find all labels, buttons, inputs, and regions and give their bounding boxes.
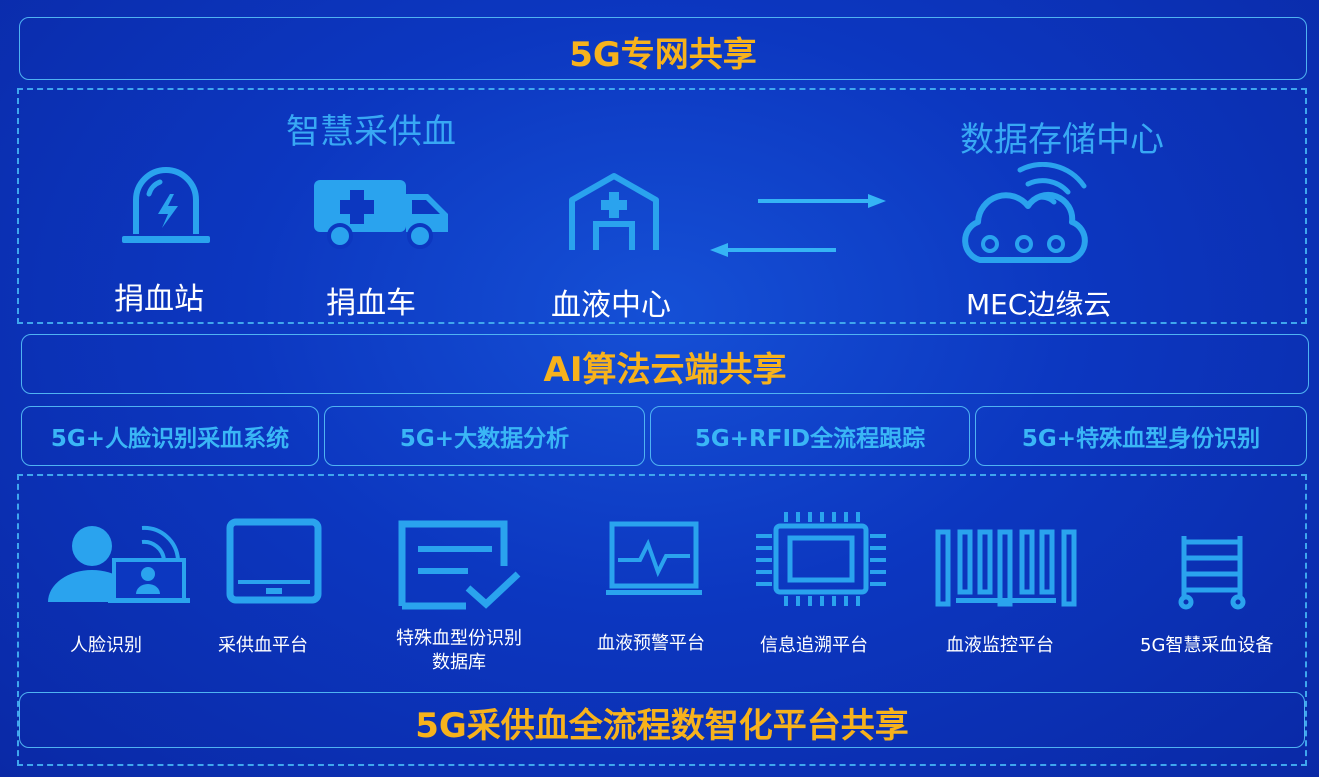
node-label-mec-edge-cloud: MEC边缘云 xyxy=(966,288,1112,321)
system-label-special-blood-type-db: 特殊血型份识别 xyxy=(396,628,522,649)
system-label-blood-supply-platform: 采供血平台 xyxy=(218,635,308,656)
middle-banner-title: AI算法云端共享 xyxy=(543,350,787,390)
arrow-right-icon xyxy=(758,192,888,212)
lightning-bell-icon xyxy=(120,164,212,246)
node-label-donation-vehicle: 捐血车 xyxy=(326,286,416,321)
tab-big-data-analysis: 5G+大数据分析 xyxy=(324,406,645,466)
monitor-pulse-icon xyxy=(606,520,702,600)
tablet-icon xyxy=(226,518,322,604)
system-label-traceability-platform: 信息追溯平台 xyxy=(760,635,868,656)
node-label-blood-center: 血液中心 xyxy=(551,288,671,323)
data-storage-center-title: 数据存储中心 xyxy=(960,120,1164,160)
lower-section xyxy=(17,474,1307,766)
node-label-donation-station: 捐血站 xyxy=(114,282,204,317)
cloud-wireless-icon xyxy=(956,162,1096,266)
top-banner-title: 5G专网共享 xyxy=(569,35,757,75)
bottom-banner-title: 5G采供血全流程数智化平台共享 xyxy=(415,706,909,746)
chip-icon xyxy=(754,512,888,606)
top-banner: 5G专网共享 xyxy=(19,17,1307,80)
system-label-5g-smart-equipment: 5G智慧采血设备 xyxy=(1140,635,1274,656)
face-recognition-icon xyxy=(44,520,190,604)
cart-rack-icon xyxy=(1176,534,1250,610)
bottom-banner: 5G采供血全流程数智化平台共享 xyxy=(19,692,1305,748)
ambulance-icon xyxy=(312,178,452,250)
upper-section xyxy=(17,88,1307,324)
tab-rfid-tracking: 5G+RFID全流程跟踪 xyxy=(650,406,970,466)
barcode-icon xyxy=(934,528,1084,608)
system-label-blood-monitoring-platform: 血液监控平台 xyxy=(946,635,1054,656)
document-check-icon xyxy=(396,516,524,614)
system-label-face-recognition: 人脸识别 xyxy=(70,635,142,656)
tab-face-recognition-system: 5G+人脸识别采血系统 xyxy=(21,406,319,466)
hospital-icon xyxy=(566,170,662,254)
smart-blood-supply-title: 智慧采供血 xyxy=(286,112,456,152)
tab-special-blood-type-id: 5G+特殊血型身份识别 xyxy=(975,406,1307,466)
arrow-left-icon xyxy=(708,240,838,260)
system-label-special-blood-type-db-line2: 数据库 xyxy=(432,652,486,673)
system-label-blood-warning-platform: 血液预警平台 xyxy=(597,633,705,654)
middle-banner: AI算法云端共享 xyxy=(21,334,1309,394)
